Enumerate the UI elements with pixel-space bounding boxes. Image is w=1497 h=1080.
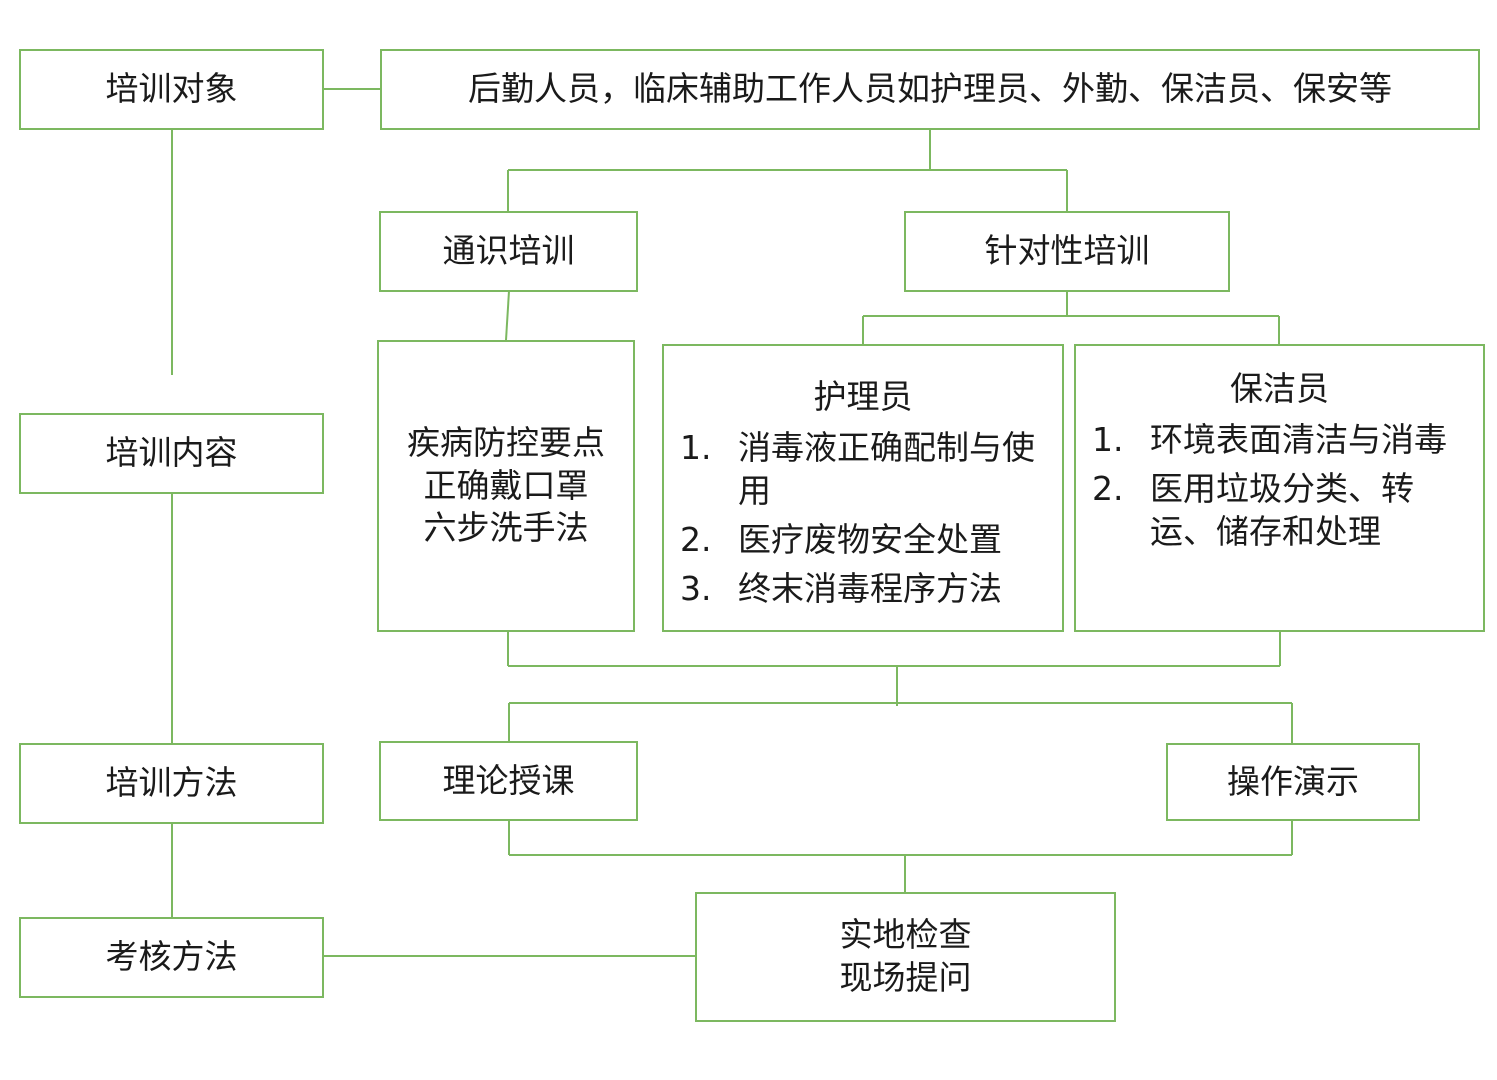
general-training-box: 通识培训 bbox=[379, 211, 638, 292]
row-label-method: 培训方法 bbox=[19, 743, 324, 824]
caregiver-box: 护理员 1. 消毒液正确配制与使用 2. 医疗废物安全处置 3. 终末消毒程序方法 bbox=[662, 344, 1064, 632]
list-item: 1. 消毒液正确配制与使用 bbox=[678, 427, 1048, 513]
general-training-content-box: 疾病防控要点 正确戴口罩 六步洗手法 bbox=[377, 340, 635, 632]
cleaner-list: 1. 环境表面清洁与消毒 2. 医用垃圾分类、转运、储存和处理 bbox=[1090, 419, 1469, 560]
list-item-number: 1. bbox=[680, 427, 712, 467]
general-training-item: 正确戴口罩 bbox=[423, 465, 589, 505]
row-label-assessment-text: 考核方法 bbox=[105, 937, 238, 977]
list-item-text: 终末消毒程序方法 bbox=[738, 568, 1002, 608]
target-description-box: 后勤人员，临床辅助工作人员如护理员、外勤、保洁员、保安等 bbox=[380, 49, 1480, 130]
theory-lecture-box: 理论授课 bbox=[379, 741, 638, 821]
assessment-box: 实地检查 现场提问 bbox=[695, 892, 1116, 1022]
caregiver-title: 护理员 bbox=[813, 377, 913, 416]
list-item: 3. 终末消毒程序方法 bbox=[678, 568, 1048, 611]
list-item-number: 2. bbox=[1092, 468, 1124, 508]
demonstration-box: 操作演示 bbox=[1166, 743, 1420, 821]
row-label-assessment: 考核方法 bbox=[19, 917, 324, 998]
cleaner-box: 保洁员 1. 环境表面清洁与消毒 2. 医用垃圾分类、转运、储存和处理 bbox=[1074, 344, 1485, 632]
targeted-training-title: 针对性培训 bbox=[984, 231, 1150, 271]
demonstration-text: 操作演示 bbox=[1227, 761, 1359, 801]
list-item: 1. 环境表面清洁与消毒 bbox=[1090, 419, 1469, 462]
assessment-item: 现场提问 bbox=[839, 958, 972, 997]
list-item: 2. 医疗废物安全处置 bbox=[678, 519, 1048, 562]
list-item-number: 3. bbox=[680, 568, 712, 608]
targeted-training-box: 针对性培训 bbox=[904, 211, 1230, 292]
row-label-target: 培训对象 bbox=[19, 49, 324, 130]
row-label-method-text: 培训方法 bbox=[105, 763, 238, 803]
general-training-item: 六步洗手法 bbox=[423, 508, 589, 548]
list-item: 2. 医用垃圾分类、转运、储存和处理 bbox=[1090, 468, 1469, 554]
list-item-number: 1. bbox=[1092, 419, 1124, 459]
list-item-text: 环境表面清洁与消毒 bbox=[1150, 419, 1447, 459]
general-training-item: 疾病防控要点 bbox=[407, 422, 605, 462]
cleaner-title: 保洁员 bbox=[1230, 369, 1329, 408]
list-item-number: 2. bbox=[680, 519, 712, 559]
general-training-title: 通识培训 bbox=[442, 231, 575, 271]
row-label-target-text: 培训对象 bbox=[105, 69, 238, 109]
theory-lecture-text: 理论授课 bbox=[442, 760, 575, 800]
row-label-content-text: 培训内容 bbox=[105, 433, 238, 473]
list-item-text: 消毒液正确配制与使用 bbox=[738, 427, 1035, 510]
caregiver-list: 1. 消毒液正确配制与使用 2. 医疗废物安全处置 3. 终末消毒程序方法 bbox=[678, 427, 1048, 617]
list-item-text: 医疗废物安全处置 bbox=[738, 519, 1002, 559]
target-description-text: 后勤人员，临床辅助工作人员如护理员、外勤、保洁员、保安等 bbox=[468, 69, 1392, 109]
list-item-text: 医用垃圾分类、转运、储存和处理 bbox=[1150, 468, 1414, 551]
assessment-item: 实地检查 bbox=[839, 915, 972, 955]
row-label-content: 培训内容 bbox=[19, 413, 324, 494]
